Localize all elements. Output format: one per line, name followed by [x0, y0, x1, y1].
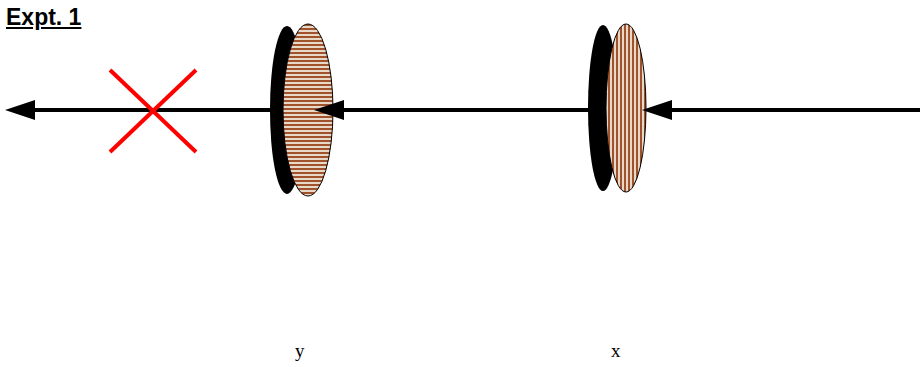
experiment-title: Expt. 1 [6, 4, 81, 31]
arrow-head [5, 100, 35, 120]
disk-label: y [295, 340, 305, 362]
light-arrow [668, 108, 920, 112]
polarizer-disk [606, 24, 646, 192]
arrow-head [314, 100, 344, 120]
blocked-cross [110, 70, 196, 152]
light-arrow [340, 108, 600, 112]
disk-label: x [611, 340, 621, 362]
arrow-head [642, 100, 672, 120]
